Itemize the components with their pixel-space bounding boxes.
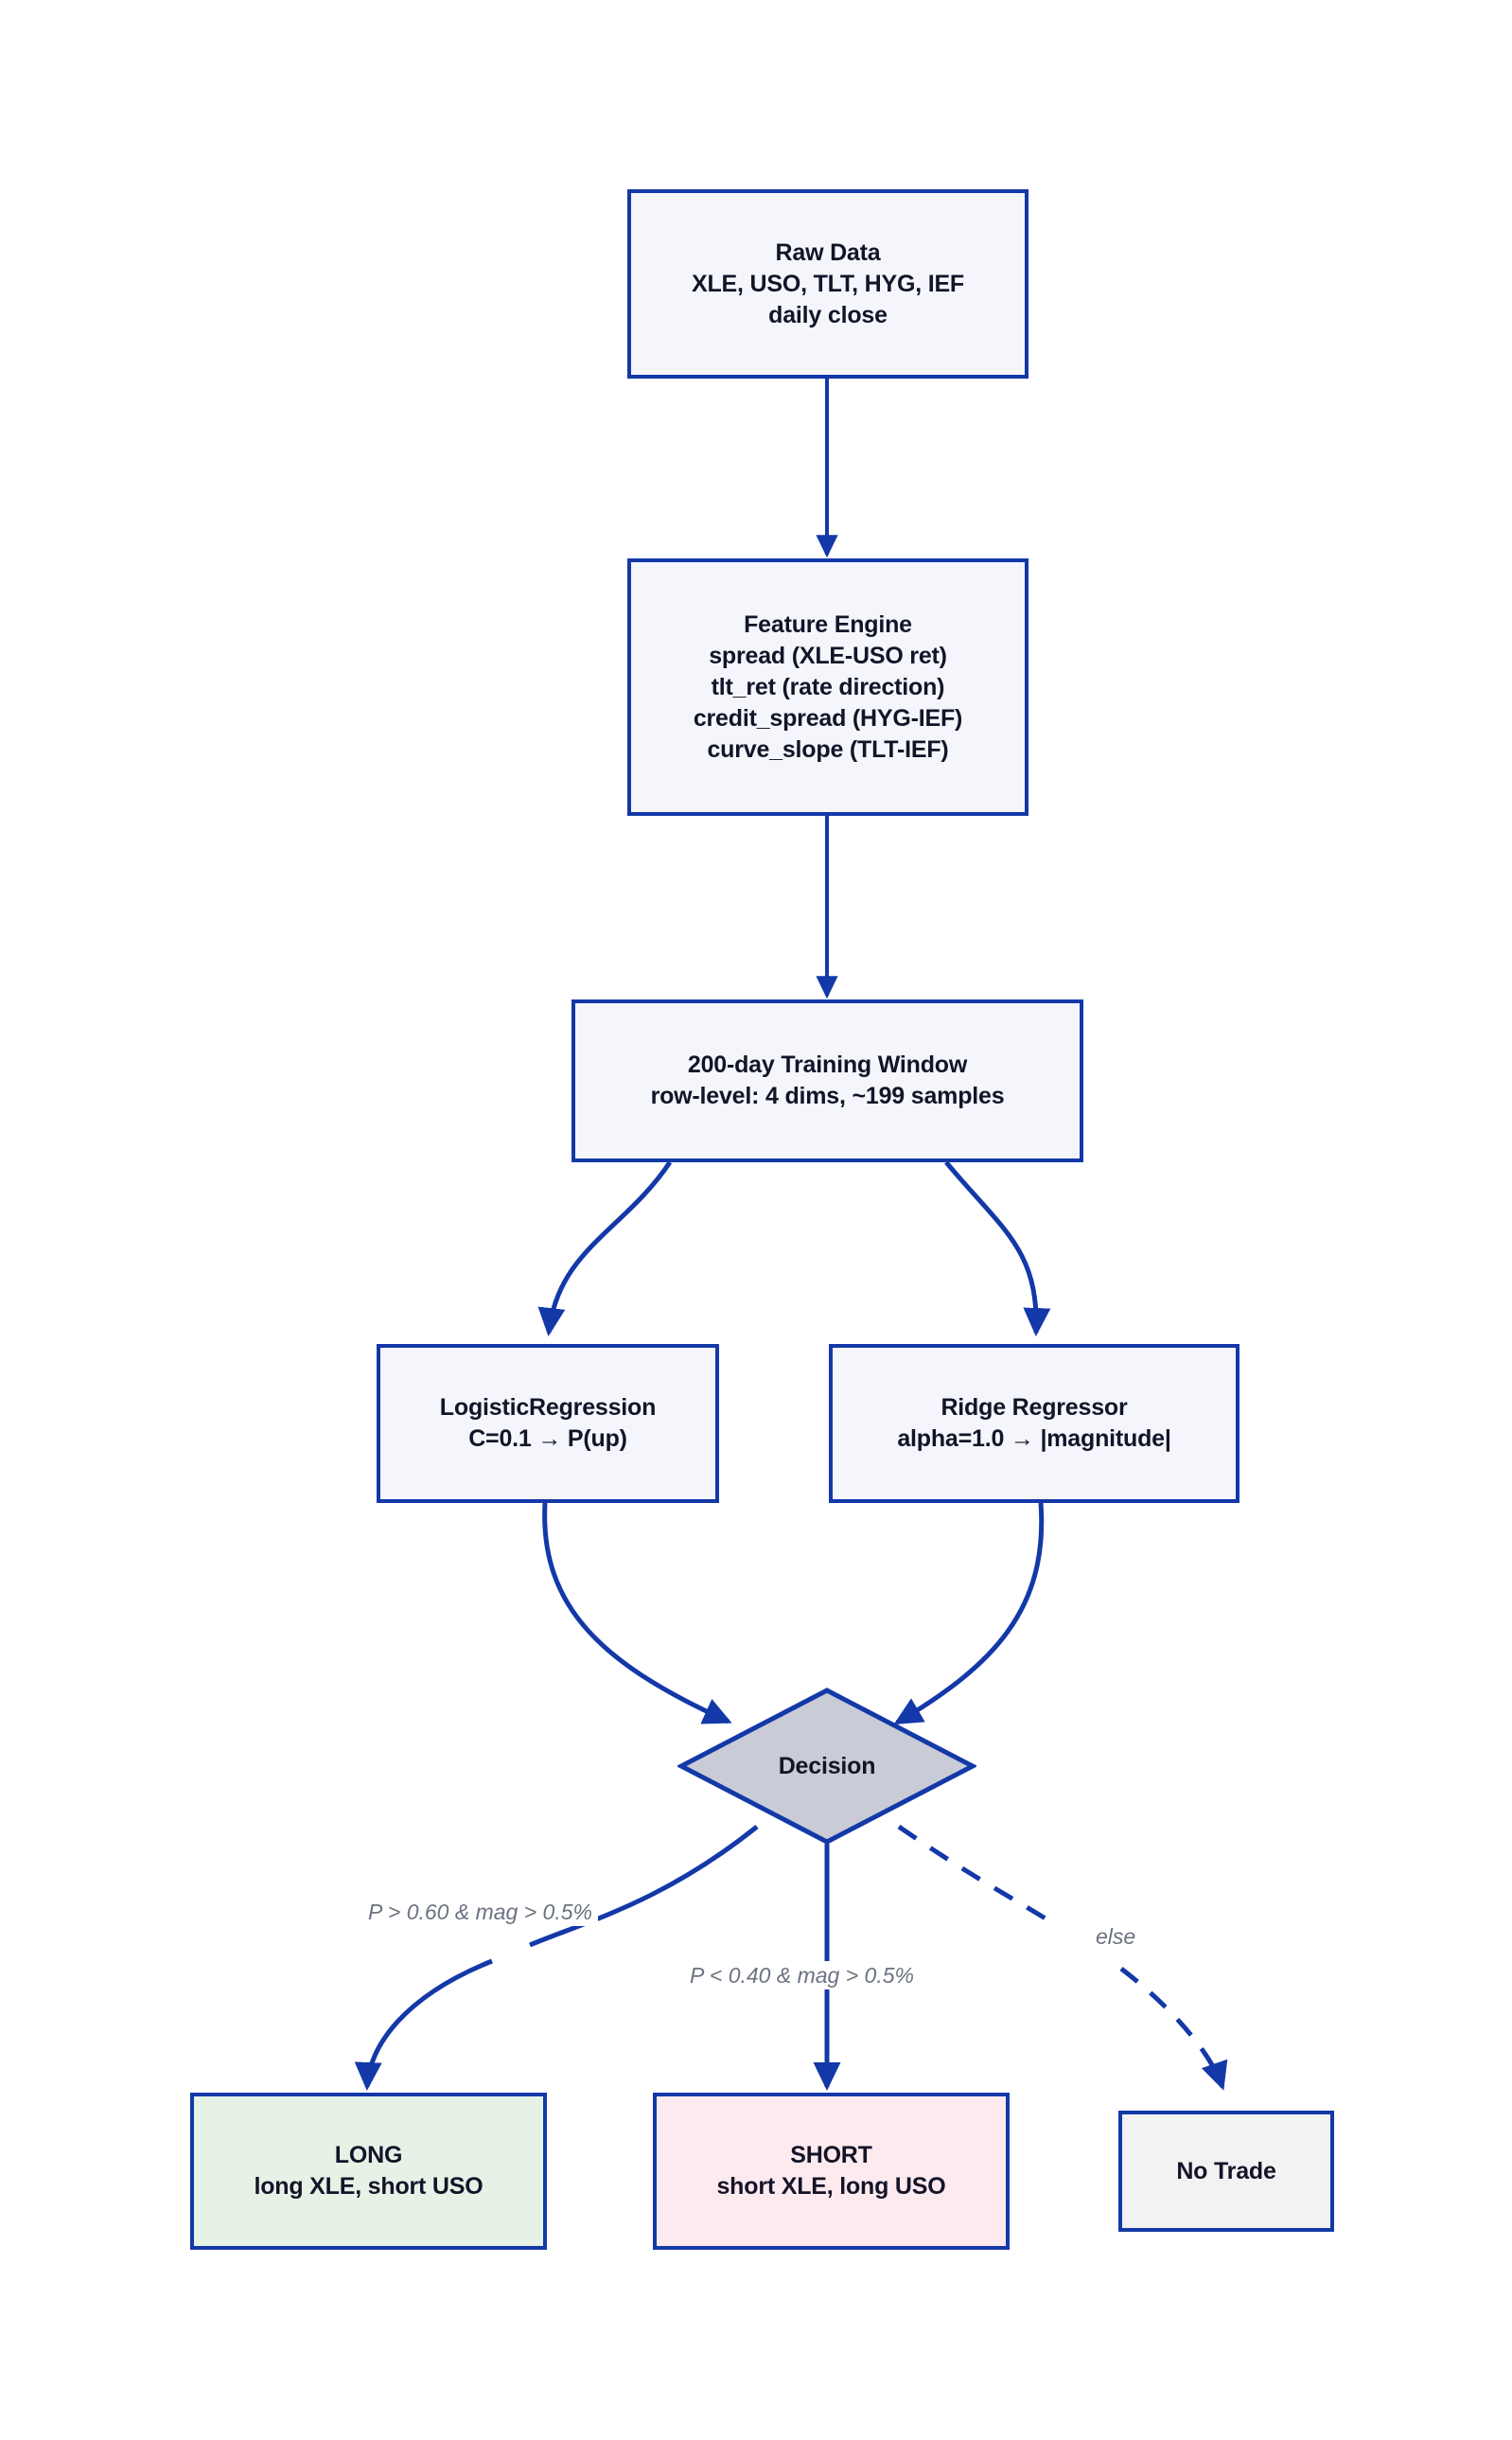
node-feature-engine-line-2: spread (XLE-USO ret) xyxy=(709,642,947,669)
node-logistic-regression-line-2: C=0.1 → P(up) xyxy=(468,1425,627,1452)
node-short[interactable]: SHORT short XLE, long USO xyxy=(653,2093,1010,2250)
edge-label-long-condition: P > 0.60 & mag > 0.5% xyxy=(362,1899,598,1927)
node-raw-data[interactable]: Raw Data XLE, USO, TLT, HYG, IEF daily c… xyxy=(627,189,1029,379)
node-long[interactable]: LONG long XLE, short USO xyxy=(190,2093,547,2250)
node-decision[interactable]: Decision xyxy=(677,1687,976,1846)
edge-decision-to-notrade-seg2 xyxy=(1119,1967,1228,2091)
node-logistic-regression-line-1: LogisticRegression xyxy=(439,1394,657,1421)
node-ridge-regressor-line-2: alpha=1.0 → |magnitude| xyxy=(897,1425,1171,1452)
node-raw-data-line-1: Raw Data xyxy=(775,239,881,266)
node-raw-data-line-3: daily close xyxy=(768,301,888,328)
node-feature-engine-line-5: curve_slope (TLT-IEF) xyxy=(707,735,949,763)
node-short-line-2: short XLE, long USO xyxy=(716,2173,946,2200)
edge-label-else-condition: else xyxy=(1090,1923,1142,1952)
node-feature-engine-line-1: Feature Engine xyxy=(744,610,912,638)
decision-diamond-shape xyxy=(677,1688,976,1845)
node-long-line-1: LONG xyxy=(334,2142,403,2168)
node-no-trade[interactable]: No Trade xyxy=(1118,2111,1334,2232)
node-training-window-line-2: row-level: 4 dims, ~199 samples xyxy=(650,1083,1005,1109)
edge-label-short-condition: P < 0.40 & mag > 0.5% xyxy=(684,1962,920,1990)
node-ridge-regressor[interactable]: Ridge Regressor alpha=1.0 → |magnitude| xyxy=(829,1344,1239,1503)
node-long-line-2: long XLE, short USO xyxy=(254,2173,483,2200)
node-decision-label: Decision xyxy=(778,1752,876,1779)
node-logistic-regression[interactable]: LogisticRegression C=0.1 → P(up) xyxy=(377,1344,719,1503)
node-training-window[interactable]: 200-day Training Window row-level: 4 dim… xyxy=(571,999,1083,1162)
node-ridge-regressor-line-1: Ridge Regressor xyxy=(941,1394,1128,1421)
node-training-window-line-1: 200-day Training Window xyxy=(687,1052,968,1078)
node-raw-data-line-2: XLE, USO, TLT, HYG, IEF xyxy=(691,270,964,297)
edge-decision-to-long-seg2 xyxy=(354,1958,493,2091)
node-no-trade-line-1: No Trade xyxy=(1176,2157,1276,2184)
node-feature-engine-line-4: credit_spread (HYG-IEF) xyxy=(693,704,963,732)
node-feature-engine[interactable]: Feature Engine spread (XLE-USO ret) tlt_… xyxy=(627,558,1029,816)
node-short-line-1: SHORT xyxy=(790,2142,872,2168)
node-feature-engine-line-3: tlt_ret (rate direction) xyxy=(711,673,945,700)
edge-training-to-ridge xyxy=(944,1160,1051,1336)
edge-training-to-logistic xyxy=(537,1160,673,1336)
